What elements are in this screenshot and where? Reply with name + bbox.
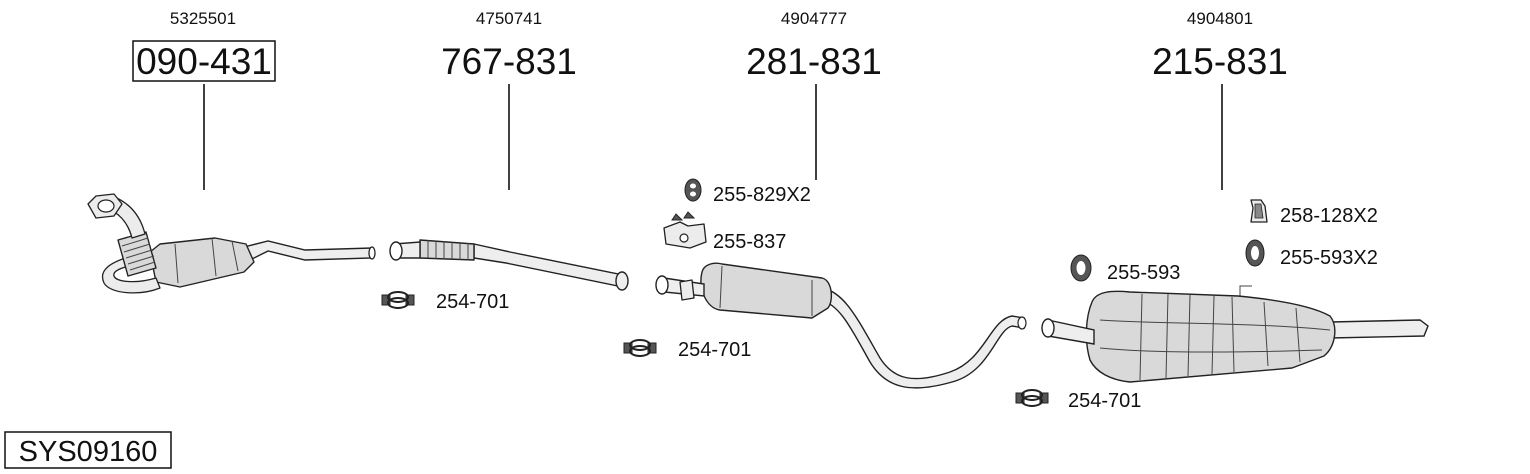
accessory-rubber-ring-1[interactable]: 255-593 bbox=[1070, 254, 1180, 284]
accessory-hanger[interactable]: 258-128X2 bbox=[1250, 199, 1378, 227]
oe-number: 4750741 bbox=[476, 9, 542, 28]
front-pipe-catalyst-part bbox=[87, 193, 376, 294]
accessory-clamp-3[interactable]: 254-701 bbox=[1015, 389, 1141, 412]
bracket-mount-icon bbox=[663, 211, 707, 249]
rubber-mount-icon bbox=[684, 178, 702, 202]
system-code: SYS09160 bbox=[4, 431, 172, 469]
clamp-icon bbox=[623, 339, 657, 357]
system-code-text: SYS09160 bbox=[19, 436, 158, 468]
accessory-label: 255-829X2 bbox=[713, 184, 811, 206]
accessory-label: 255-593X2 bbox=[1280, 247, 1378, 269]
part-group-2[interactable]: 4750741 767-831 bbox=[389, 9, 629, 291]
oe-number: 4904777 bbox=[781, 9, 847, 28]
part-number-highlight-box bbox=[132, 40, 276, 82]
accessory-clamp-1[interactable]: 254-701 bbox=[381, 291, 509, 313]
centre-silencer-part bbox=[655, 262, 1027, 389]
clamp-icon bbox=[1015, 389, 1049, 407]
part-group-3[interactable]: 4904777 281-831 bbox=[655, 9, 1027, 389]
part-number: 281-831 bbox=[746, 41, 882, 82]
accessory-rubber-ring-2[interactable]: 255-593X2 bbox=[1245, 239, 1378, 269]
system-code-box bbox=[4, 431, 172, 469]
accessory-label: 255-593 bbox=[1107, 262, 1180, 284]
part-group-1[interactable]: 5325501 090-431 bbox=[87, 9, 376, 294]
accessory-label: 254-701 bbox=[678, 339, 751, 361]
part-number: 767-831 bbox=[441, 41, 577, 82]
intermediate-flex-pipe-part bbox=[389, 239, 629, 291]
accessory-bracket-mount[interactable]: 255-837 bbox=[663, 211, 786, 253]
rubber-ring-icon bbox=[1245, 239, 1265, 267]
accessory-label: 258-128X2 bbox=[1280, 205, 1378, 227]
accessory-label: 254-701 bbox=[436, 291, 509, 313]
hanger-icon bbox=[1250, 199, 1268, 223]
rear-silencer-part bbox=[1041, 285, 1429, 383]
accessory-clamp-2[interactable]: 254-701 bbox=[623, 339, 751, 361]
accessory-rubber-mount[interactable]: 255-829X2 bbox=[684, 178, 811, 206]
oe-number: 5325501 bbox=[170, 9, 236, 28]
part-number: 090-431 bbox=[136, 41, 272, 82]
accessory-label: 254-701 bbox=[1068, 390, 1141, 412]
oe-number: 4904801 bbox=[1187, 9, 1253, 28]
part-group-4[interactable]: 4904801 215-831 bbox=[1041, 9, 1429, 383]
clamp-icon bbox=[381, 291, 415, 309]
accessory-label: 255-837 bbox=[713, 231, 786, 253]
rubber-ring-icon bbox=[1070, 254, 1092, 282]
part-number: 215-831 bbox=[1152, 41, 1288, 82]
